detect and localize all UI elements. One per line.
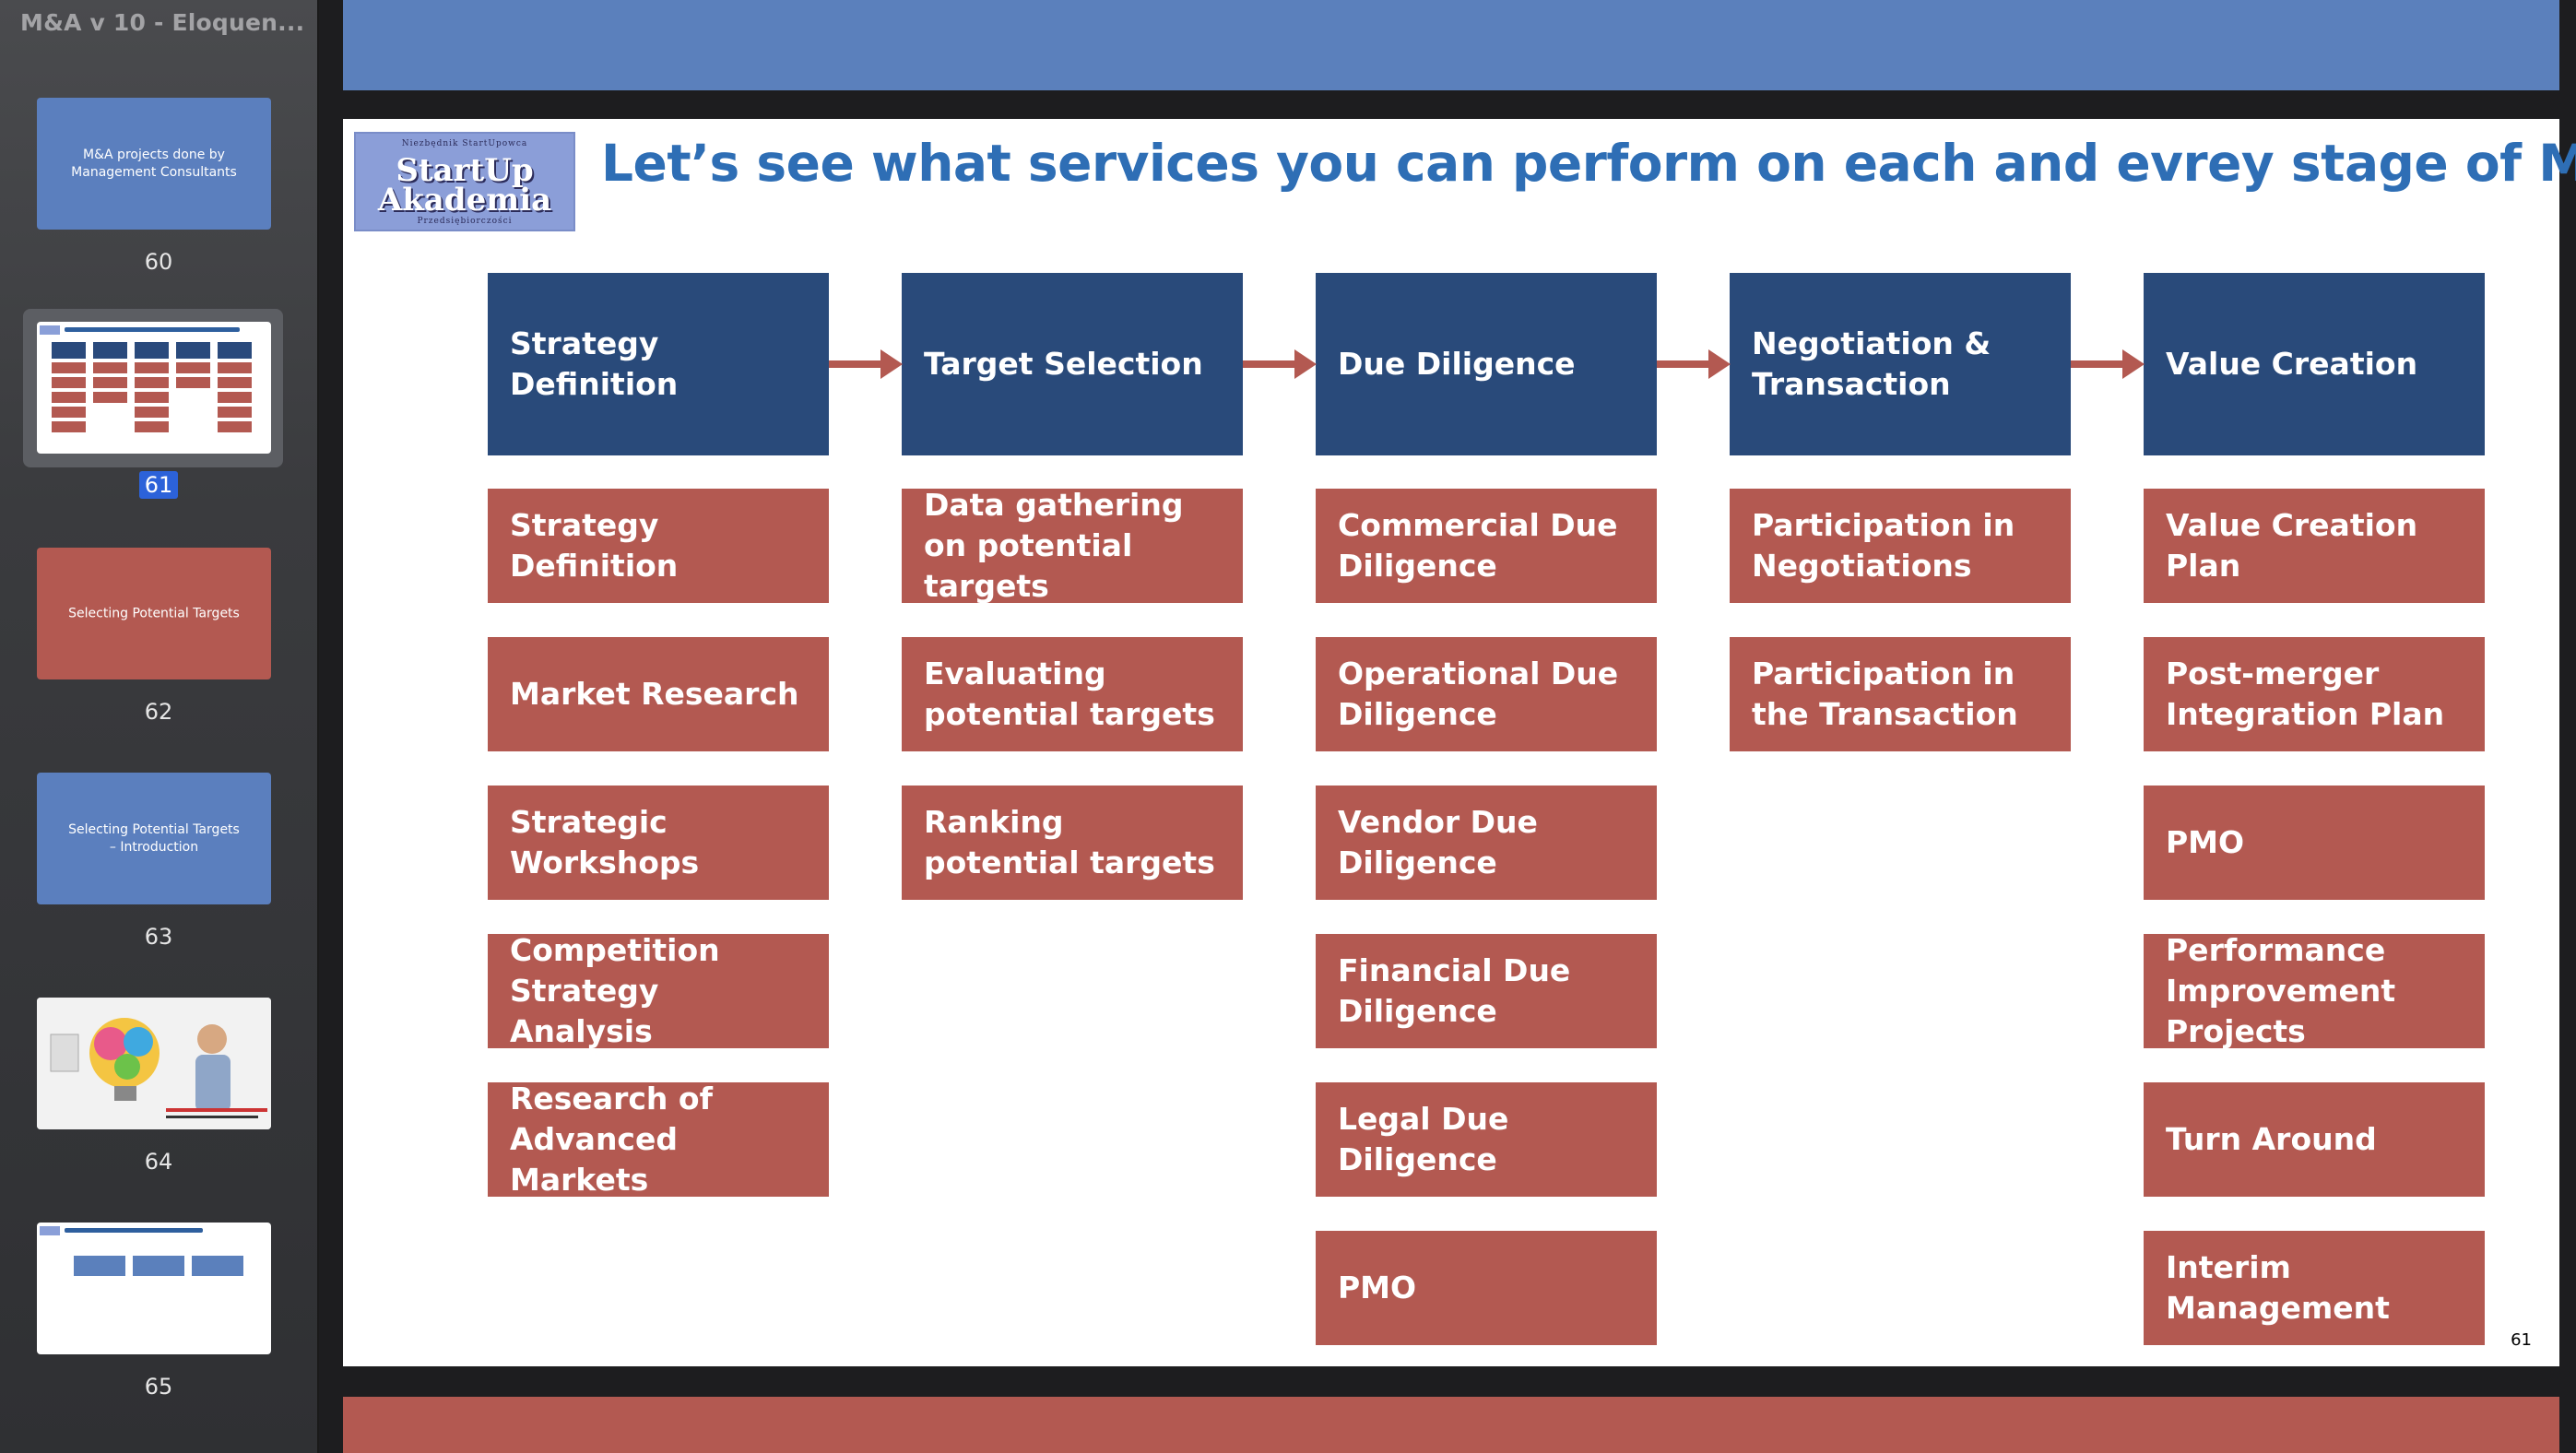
lightbulb-illustration-image	[37, 998, 271, 1129]
service-box: PMO	[1316, 1231, 1657, 1345]
service-box: Data gathering on potential targets	[902, 487, 1243, 604]
service-box: Financial Due Diligence	[1316, 934, 1657, 1048]
slide-number: 64	[144, 1149, 173, 1175]
service-box: Strategy Definition	[488, 489, 829, 603]
thumbnail-text: Selecting Potential Targets – Introducti…	[68, 821, 240, 855]
service-box: Interim Management	[2144, 1231, 2485, 1345]
service-box: Value Creation Plan	[2144, 489, 2485, 603]
logo-line1: StartUp	[396, 152, 534, 189]
thumbnail-text: Selecting Potential Targets	[68, 606, 240, 620]
slide-number: 60	[144, 249, 173, 275]
flow-arrow	[829, 349, 903, 379]
mini-logo	[40, 325, 60, 335]
slide-number: 62	[144, 699, 173, 725]
service-box: Legal Due Diligence	[1316, 1082, 1657, 1197]
mini-box	[192, 1256, 243, 1276]
service-box: Vendor Due Diligence	[1316, 786, 1657, 900]
thumbnail-image[interactable]: Selecting Potential Targets	[37, 548, 271, 679]
thumbnail-image[interactable]	[37, 1223, 271, 1354]
service-box: Participation in the Transaction	[1730, 637, 2071, 751]
mini-column	[176, 342, 210, 392]
stage-header: Target Selection	[902, 273, 1243, 455]
service-box: Participation in Negotiations	[1730, 489, 2071, 603]
previous-slide-partial[interactable]	[343, 0, 2559, 90]
service-box: Ranking potential targets	[902, 786, 1243, 900]
service-box: Research of Advanced Markets	[488, 1081, 829, 1198]
document-title: M&A v 10 - Eloquen...	[20, 9, 305, 36]
thumbnail-image[interactable]: Selecting Potential Targets – Introducti…	[37, 773, 271, 904]
thumbnail-image[interactable]	[37, 322, 271, 454]
mini-title	[65, 327, 240, 332]
service-box: Turn Around	[2144, 1082, 2485, 1197]
mini-title	[65, 1228, 203, 1233]
mini-column	[135, 342, 169, 436]
service-box: PMO	[2144, 786, 2485, 900]
logo-bottom-text: Przedsiębiorczości	[417, 217, 513, 226]
mini-logo	[40, 1226, 60, 1235]
flow-arrow	[1657, 349, 1731, 379]
slide-number: 65	[144, 1374, 173, 1400]
mini-column	[93, 342, 127, 407]
stage-header: Strategy Definition	[488, 273, 829, 455]
mini-box	[74, 1256, 125, 1276]
service-box: Market Research	[488, 637, 829, 751]
service-box: Competition Strategy Analysis	[488, 932, 829, 1049]
next-slide-partial[interactable]	[343, 1397, 2559, 1453]
slide-navigator-sidebar[interactable]: M&A v 10 - Eloquen... M&A projects done …	[0, 0, 319, 1453]
service-box: Performance Improvement Projects	[2144, 932, 2485, 1049]
logo-top-text: Niezbędnik StartUpowca	[401, 139, 528, 148]
service-box: Commercial Due Diligence	[1316, 489, 1657, 603]
service-box: Evaluating potential targets	[902, 637, 1243, 751]
thumbnail-image[interactable]	[37, 998, 271, 1129]
stage-header: Negotiation & Transaction	[1730, 273, 2071, 455]
flow-arrow	[2071, 349, 2145, 379]
slide-number: 63	[144, 924, 173, 950]
service-box: Operational Due Diligence	[1316, 637, 1657, 751]
mini-column	[52, 342, 86, 436]
stage-header: Value Creation	[2144, 273, 2485, 455]
thumbnail-text: M&A projects done by Management Consulta…	[71, 147, 237, 180]
current-slide-canvas[interactable]: Niezbędnik StartUpowca StartUp Akademia …	[343, 119, 2576, 1366]
thumbnail-image[interactable]: M&A projects done by Management Consulta…	[37, 98, 271, 230]
logo-line2: Akademia	[377, 182, 552, 219]
slide-title: Let’s see what services you can perform …	[601, 134, 2576, 193]
mini-column	[218, 342, 252, 436]
slide-number-selected: 61	[0, 471, 317, 499]
mini-box	[133, 1256, 184, 1276]
flow-arrow	[1243, 349, 1317, 379]
service-box: Strategic Workshops	[488, 786, 829, 900]
stage-header: Due Diligence	[1316, 273, 1657, 455]
startup-akademia-logo: Niezbędnik StartUpowca StartUp Akademia …	[354, 132, 575, 231]
slide-page-number: 61	[2511, 1330, 2532, 1350]
service-box: Post-merger Integration Plan	[2144, 637, 2485, 751]
